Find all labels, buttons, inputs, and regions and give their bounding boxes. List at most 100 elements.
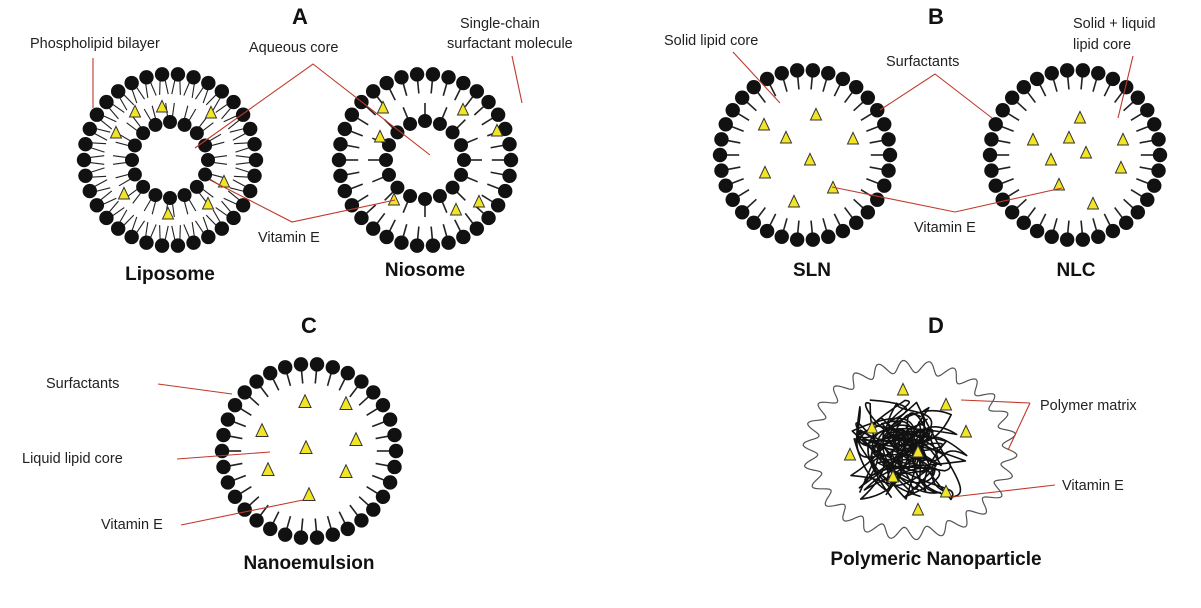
niosome-inner-tail bbox=[465, 137, 478, 144]
niosome-inner-head bbox=[432, 116, 447, 131]
vitamin-e-marker bbox=[1026, 132, 1040, 146]
vitamin-e-marker bbox=[376, 100, 390, 114]
sln-surfactant-tail bbox=[866, 125, 880, 132]
vitamin-e-marker bbox=[757, 117, 771, 131]
liposome-outer-head bbox=[247, 136, 262, 152]
sln-surfactant-head bbox=[882, 147, 898, 163]
liposome-outer-tail bbox=[90, 142, 107, 145]
liposome-outer-tail bbox=[89, 167, 105, 174]
sln-surfactant-head bbox=[714, 132, 729, 147]
liposome-outer-tail bbox=[102, 197, 117, 206]
liposome-outer-tail bbox=[88, 161, 105, 165]
vitamin-e-marker bbox=[472, 194, 486, 208]
nanoemulsion-surfactant-tail bbox=[238, 486, 252, 495]
niosome-outer-tail bbox=[490, 144, 505, 149]
liposome-outer-tail bbox=[202, 216, 209, 232]
liposome-inner-head bbox=[148, 188, 163, 203]
vitamin-e-marker bbox=[1073, 110, 1087, 124]
vitamin-e-marker bbox=[299, 439, 313, 454]
niosome-inner-head bbox=[454, 167, 469, 182]
vitamin-e-marker bbox=[490, 123, 504, 137]
liposome-outer-tail bbox=[118, 209, 128, 224]
sln-surfactant-head bbox=[877, 178, 892, 193]
nanoemulsion-surfactant-head bbox=[220, 475, 236, 490]
liposome-outer-tail bbox=[235, 167, 251, 174]
nanoemulsion-surfactant-tail bbox=[238, 407, 252, 416]
sln-surfactant-head bbox=[881, 163, 896, 178]
niosome-outer-tail bbox=[473, 104, 486, 116]
nlc-surfactant-head bbox=[1091, 66, 1106, 81]
caption-nlc: NLC bbox=[1056, 260, 1095, 281]
liposome-outer-tail bbox=[221, 106, 232, 120]
sln-surfactant-tail bbox=[736, 112, 750, 122]
liposome-outer-tail bbox=[149, 224, 157, 239]
niosome-inner-tail bbox=[384, 190, 395, 201]
nlc-surfactant-head bbox=[984, 163, 999, 178]
leader-surfactants-b bbox=[879, 73, 993, 119]
niosome-inner-tail bbox=[455, 190, 466, 201]
nlc-surfactant-tail bbox=[1114, 207, 1124, 220]
nanoemulsion-surfactant-tail bbox=[247, 395, 260, 406]
nlc-surfactant-head bbox=[982, 147, 998, 163]
liposome-outer-tail bbox=[95, 127, 111, 133]
nanoemulsion-surfactant-tail bbox=[232, 420, 247, 428]
liposome-inner-tail bbox=[126, 122, 139, 132]
liposome-inner-tail bbox=[201, 122, 214, 132]
niosome-inner-tail bbox=[441, 107, 448, 120]
liposome-outer-tail bbox=[212, 209, 222, 224]
liposome-outer-tail bbox=[179, 79, 181, 95]
caption-sln: SLN bbox=[793, 260, 831, 281]
sln-structure bbox=[712, 63, 898, 247]
nanoemulsion-surfactant-head bbox=[375, 489, 391, 504]
leader-solid-lipid-core bbox=[732, 51, 781, 104]
label-vitamin-e-b: Vitamin E bbox=[914, 220, 976, 236]
sln-surfactant-head bbox=[877, 117, 892, 132]
nanoemulsion-surfactant-head bbox=[293, 530, 309, 545]
label-solid-liquid-line2: lipid core bbox=[1073, 37, 1131, 53]
nlc-surfactant-tail bbox=[1130, 112, 1144, 122]
liposome-inner-tail bbox=[201, 188, 214, 198]
liposome-inner-tail bbox=[210, 141, 225, 147]
nanoemulsion-surfactant-tail bbox=[228, 462, 243, 467]
niosome-outer-head bbox=[331, 152, 347, 168]
niosome-outer-head bbox=[481, 94, 496, 110]
liposome-outer-tail bbox=[227, 190, 241, 202]
vitamin-e-marker bbox=[155, 99, 169, 113]
label-vitamin-e-c: Vitamin E bbox=[101, 517, 163, 533]
liposome-outer-head bbox=[242, 183, 258, 199]
liposome-outer-tail bbox=[205, 93, 218, 106]
niosome-inner-tail bbox=[402, 200, 409, 213]
sln-surfactant-tail bbox=[730, 178, 744, 185]
liposome-outer-head bbox=[99, 94, 114, 110]
liposome-inner-head bbox=[136, 126, 151, 141]
niosome-inner-head bbox=[432, 189, 447, 204]
nlc-surfactant-tail bbox=[1136, 178, 1150, 185]
liposome-outer-tail bbox=[108, 106, 119, 120]
vitamin-e-marker bbox=[161, 206, 175, 220]
niosome-outer-tail bbox=[349, 183, 363, 190]
nanoemulsion-surfactant-head bbox=[216, 459, 231, 475]
liposome-outer-tail bbox=[122, 214, 135, 227]
niosome-inner-head bbox=[403, 189, 418, 204]
liposome-inner-head bbox=[163, 115, 177, 129]
liposome-outer-tail bbox=[195, 220, 205, 234]
liposome-inner-tail bbox=[183, 105, 189, 120]
sln-surfactant-tail bbox=[768, 213, 777, 227]
nlc-surfactant-head bbox=[1029, 71, 1045, 87]
liposome-outer-head bbox=[89, 107, 105, 122]
liposome-inner-tail bbox=[188, 198, 197, 212]
label-liquid-lipid-core: Liquid lipid core bbox=[22, 451, 123, 467]
sln-surfactant-head bbox=[774, 66, 789, 81]
vitamin-e-marker bbox=[449, 202, 463, 216]
label-solid-liquid-line1: Solid + liquid bbox=[1073, 16, 1156, 32]
niosome-inner-head bbox=[418, 114, 432, 128]
sln-surfactant-tail bbox=[756, 207, 766, 220]
liposome-outer-head bbox=[186, 70, 201, 85]
sln-surfactant-tail bbox=[822, 77, 828, 92]
sln-surfactant-tail bbox=[822, 218, 828, 233]
nanoemulsion-surfactant-head bbox=[382, 475, 398, 490]
nanoemulsion-surfactant-tail bbox=[314, 518, 318, 533]
liposome-outer-head bbox=[78, 136, 93, 152]
nlc-surfactant-tail bbox=[1066, 75, 1070, 90]
liposome-outer-tail bbox=[144, 82, 149, 98]
